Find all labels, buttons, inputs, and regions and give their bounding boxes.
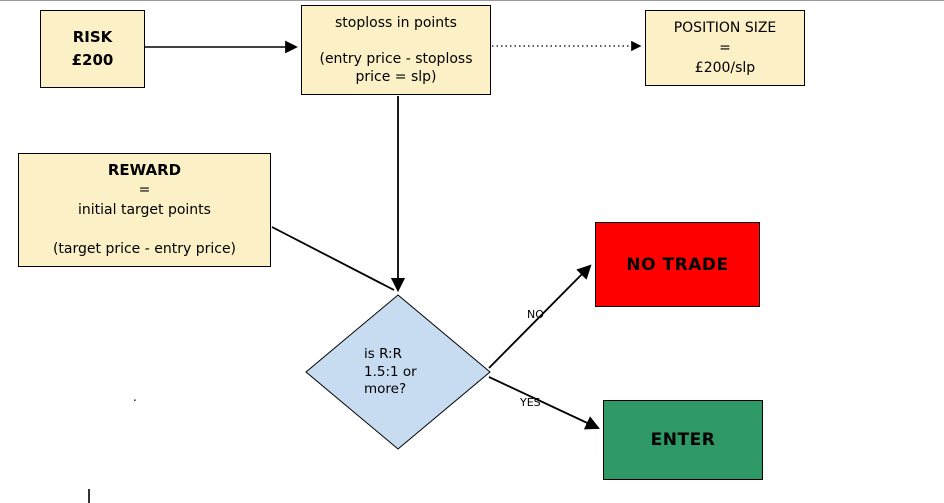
no-trade-label: NO TRADE: [626, 254, 729, 275]
decision-text: is R:R 1.5:1 or more?: [364, 346, 417, 398]
edge-decision-to-no-trade: [488, 264, 592, 369]
reward-body: = initial target points (target price - …: [52, 182, 237, 258]
edge-decision-to-enter: [488, 376, 600, 430]
yes-edge-label: YES: [520, 396, 541, 409]
enter-node: ENTER: [603, 400, 763, 480]
risk-text: RISK £200: [71, 27, 114, 69]
edge-reward-to-decision: [271, 226, 395, 291]
no-trade-node: NO TRADE: [595, 222, 760, 307]
stoploss-node: stoploss in points (entry price - stoplo…: [301, 5, 491, 95]
cursor-mark: [88, 489, 90, 503]
decision-diamond: [305, 294, 491, 450]
position-size-node: POSITION SIZE = £200/slp: [645, 10, 805, 86]
top-border-line: [0, 0, 944, 1]
reward-title: REWARD: [107, 161, 182, 180]
stray-dot: .: [133, 390, 137, 404]
reward-node: REWARD = initial target points (target p…: [18, 153, 271, 267]
no-edge-label: NO: [527, 308, 544, 321]
stoploss-text: stoploss in points (entry price - stoplo…: [319, 14, 473, 86]
enter-label: ENTER: [650, 430, 716, 450]
risk-node: RISK £200: [40, 10, 145, 88]
position-size-text: POSITION SIZE = £200/slp: [673, 19, 777, 77]
